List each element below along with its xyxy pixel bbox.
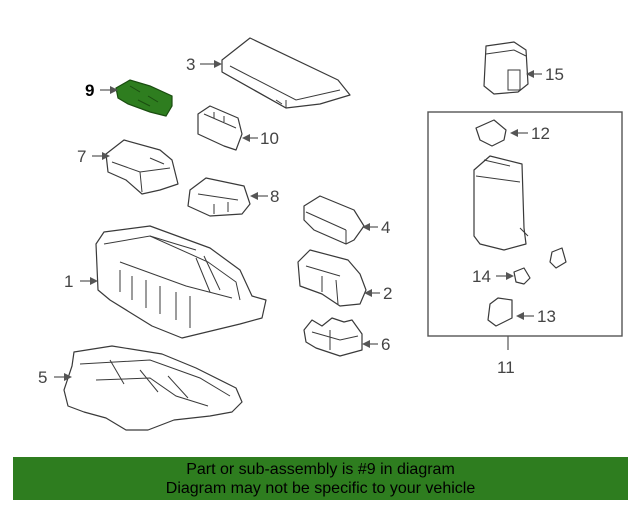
part-2-bracket[interactable] [297, 249, 367, 307]
callout-13: 13 [537, 307, 556, 326]
callout-4: 4 [381, 218, 390, 237]
info-banner: Part or sub-assembly is #9 in diagram Di… [13, 457, 628, 500]
callout-11: 11 [497, 358, 515, 377]
callout-9: 9 [85, 81, 94, 100]
part-15-relay[interactable] [483, 41, 529, 95]
callout-10: 10 [260, 129, 279, 148]
callout-8: 8 [270, 187, 279, 206]
callout-1: 1 [64, 272, 73, 291]
callout-2: 2 [383, 284, 392, 303]
callout-12: 12 [531, 124, 550, 143]
callout-5: 5 [38, 368, 47, 387]
part-6-clip[interactable] [303, 317, 363, 357]
callout-6: 6 [381, 335, 390, 354]
relay-module[interactable] [473, 155, 529, 251]
part-5-lower-tray[interactable] [63, 345, 243, 431]
part-10-relay[interactable] [197, 105, 243, 151]
callout-15: 15 [545, 65, 564, 84]
part-4-relay-block[interactable] [303, 195, 365, 245]
banner-line-1: Part or sub-assembly is #9 in diagram [186, 460, 455, 478]
part-1-fuse-box[interactable] [95, 225, 267, 339]
part-8-holder[interactable] [187, 177, 251, 217]
part-13-clip[interactable] [487, 297, 513, 327]
part-7-bracket[interactable] [105, 139, 179, 195]
part-14-clip[interactable] [513, 267, 531, 285]
part-9-highlighted[interactable] [115, 79, 173, 117]
callout-7: 7 [77, 147, 86, 166]
banner-line-2: Diagram may not be specific to your vehi… [165, 479, 476, 497]
parts-diagram: 3 9 10 7 8 1 5 [38, 37, 623, 431]
sub-assembly-11-frame [427, 111, 623, 337]
part-12-clip[interactable] [475, 119, 507, 147]
callout-14: 14 [472, 267, 491, 286]
part-3-cover[interactable] [221, 37, 351, 109]
callout-3: 3 [186, 55, 195, 74]
small-clip [549, 247, 567, 269]
